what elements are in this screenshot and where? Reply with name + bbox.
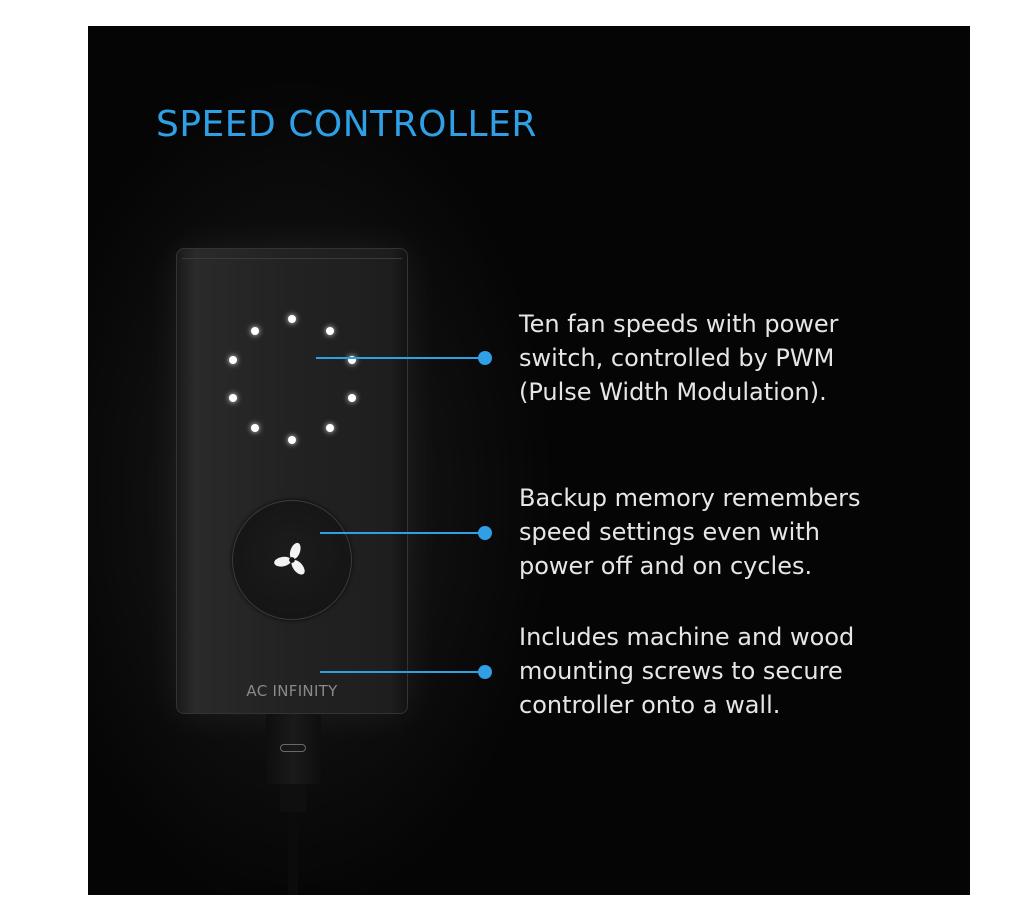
speed-led — [229, 356, 237, 364]
speed-controller-device: AC INFINITY — [176, 248, 408, 714]
callout-line-3 — [320, 671, 488, 673]
callout-dot-3 — [478, 665, 492, 679]
power-speed-button[interactable] — [232, 500, 352, 620]
feature-text-line: (Pulse Width Modulation). — [519, 378, 827, 406]
callout-dot-2 — [478, 526, 492, 540]
feature-text-line: Ten fan speeds with power — [519, 310, 839, 338]
callout-line-1 — [316, 357, 491, 359]
feature-text-2: Backup memory remembers speed settings e… — [519, 481, 949, 583]
usb-port-icon — [280, 744, 306, 752]
feature-text-line: Backup memory remembers — [519, 484, 861, 512]
product-image-frame: SPEED CONTROLLER AC INFINITY — [88, 26, 970, 895]
feature-text-line: power off and on cycles. — [519, 552, 813, 580]
speed-led — [348, 394, 356, 402]
usb-connector — [266, 714, 321, 784]
speed-led — [348, 356, 356, 364]
callout-dot-1 — [478, 351, 492, 365]
speed-led — [229, 394, 237, 402]
speed-led — [326, 327, 334, 335]
callout-line-2 — [320, 532, 488, 534]
feature-text-line: speed settings even with — [519, 518, 820, 546]
cable-strain-relief — [280, 784, 306, 812]
feature-text-line: mounting screws to secure — [519, 657, 843, 685]
feature-text-3: Includes machine and wood mounting screw… — [519, 620, 949, 722]
device-edge-highlight — [182, 258, 402, 259]
brand-label: AC INFINITY — [246, 682, 338, 700]
feature-text-line: switch, controlled by PWM — [519, 344, 835, 372]
speed-led — [288, 315, 296, 323]
fan-icon — [274, 542, 305, 575]
feature-text-line: controller onto a wall. — [519, 691, 781, 719]
feature-text-1: Ten fan speeds with power switch, contro… — [519, 307, 949, 409]
power-cable — [288, 812, 298, 895]
speed-led — [251, 327, 259, 335]
page-title: SPEED CONTROLLER — [156, 104, 537, 145]
speed-led — [288, 436, 296, 444]
speed-led — [251, 424, 259, 432]
feature-text-line: Includes machine and wood — [519, 623, 855, 651]
speed-led — [326, 424, 334, 432]
